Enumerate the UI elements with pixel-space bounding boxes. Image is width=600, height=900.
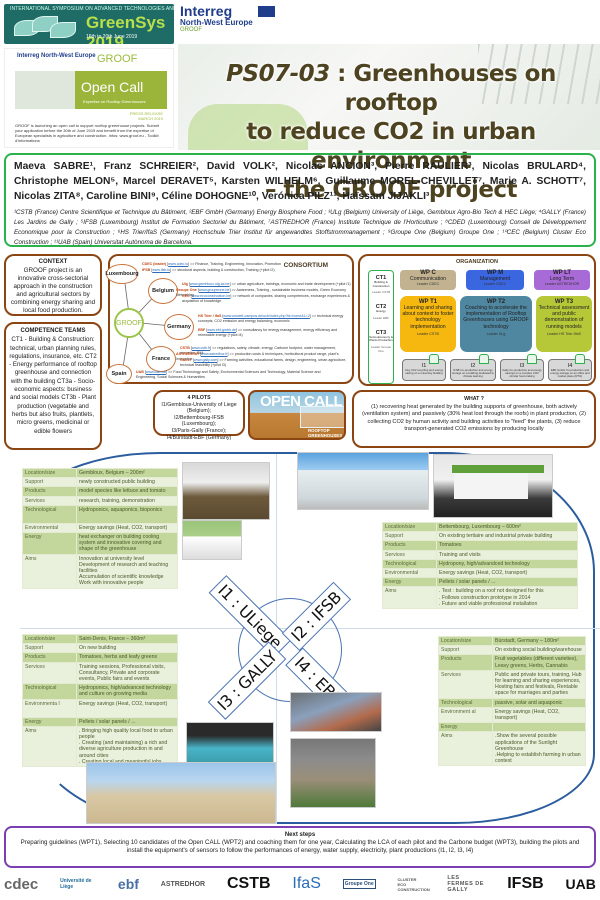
logo-groupe-one: Groupe One	[342, 879, 376, 889]
consortium-entry: UAB [www.uab.cat] => Food Technology and…	[136, 370, 321, 379]
open-call-banner: Open Call Expertise on Rooftop Greenhous…	[75, 71, 167, 109]
logo-uab: UAB	[565, 876, 596, 892]
open-call-press-release: Interreg North-West Europe GROOF Open Ca…	[4, 48, 174, 148]
greensys-banner: INTERNATIONAL SYMPOSIUM ON ADVANCED TECH…	[4, 4, 174, 44]
four-pilots-box: 4 PILOTS I1/Gembloux-University of Liege…	[153, 390, 245, 441]
logo-astredhor: ASTREDHOR	[160, 880, 206, 888]
consortium-entry: CSTB [www.cstb.fr] => regulations, safet…	[180, 346, 336, 355]
pilot-i3-render	[186, 722, 274, 766]
pilot-i3-photo	[86, 762, 276, 824]
greenhouse-icon	[479, 354, 489, 364]
logo-ifsb: IFSB	[507, 875, 544, 892]
logo-cstb: CSTB	[226, 875, 271, 892]
consortium-entry: EBF [www.ebf-gmbh.de] => consultancy for…	[198, 328, 338, 337]
greenhouse-icon	[575, 354, 585, 364]
consortium-entry: IFSB [www.ifsb.lu] => structural aspects…	[142, 268, 275, 272]
country-belgium: Belgium	[148, 278, 178, 304]
conference-name: GreenSys 2019	[86, 13, 166, 44]
leaf-logo-icon	[14, 14, 76, 42]
eu-flag-icon	[258, 6, 275, 17]
next-steps-box: Next steps Preparing guidelines (WPT1), …	[4, 826, 596, 868]
logo-cluster-eco: CLUSTER ECO CONSTRUCTION	[397, 876, 430, 892]
what-box: WHAT ? (1) recovering heat generated by …	[352, 390, 596, 448]
country-germany: Germany	[164, 314, 194, 340]
country-spain: Spain	[106, 364, 132, 384]
pilot-i1-photo	[182, 462, 270, 520]
poster-title: PS07-03 : Greenhouses on rooftop to redu…	[226, 61, 556, 203]
context-box: CONTEXT GROOF project is an innovative c…	[4, 254, 102, 316]
greenhouse-icon	[429, 354, 439, 364]
affiliations: ¹CSTB (France) Centre Scientifique et Te…	[14, 209, 586, 246]
consortium-entry: CDEC (leader) [www.cdec.lu] => Finance, …	[142, 262, 282, 266]
logo-ebf: ebf	[117, 876, 139, 892]
competence-teams-box: COMPETENCE TEAMS CT1 - Building & Constr…	[4, 322, 102, 450]
country-luxembourg: Luxembourg	[105, 264, 139, 284]
logo-uliege: Université de Liège	[60, 878, 92, 890]
partner-logos: cdec Université de Liège ebf ASTREDHOR C…	[4, 870, 596, 898]
pilot-i2-photo	[297, 452, 429, 510]
symposium-name: INTERNATIONAL SYMPOSIUM ON ADVANCED TECH…	[10, 6, 174, 12]
pilot-i4-aerial	[290, 738, 376, 808]
logo-fermes-gally: LES FERMES DE GALLY	[447, 875, 484, 893]
authors-box: Maeva SABRE¹, Franz SCHREIER², David VOL…	[4, 153, 596, 247]
rooftop-sketch-background	[178, 44, 600, 150]
consortium-entry: HS Trier / IfaS [www.umwelt-campus.de/uc…	[198, 314, 344, 323]
pilot-i1-render	[182, 520, 242, 560]
consortium-entry: ASTREDHOR [www.astredhor.fr] => producti…	[176, 352, 339, 361]
logo-ifas: IfaS	[292, 875, 321, 892]
pilot-i2-render	[433, 454, 553, 518]
pilot-i4-render	[290, 692, 382, 732]
logo-cdec: cdec	[4, 875, 39, 893]
consortium-box: CONSORTIUM Luxembourg Belgium GROOF Germ…	[105, 254, 354, 384]
greenhouse-icon	[527, 354, 537, 364]
interreg-logo: Interreg North-West Europe GROOF	[180, 4, 276, 44]
greenhouse-icon	[300, 406, 344, 428]
conference-dates: 16th to 20th June 2019	[86, 34, 138, 40]
consortium-entry: CEC [www.ecoconstruction.be] => network …	[182, 294, 351, 303]
greenhouse-sketch-image	[15, 71, 75, 109]
author-names: Maeva SABRE¹, Franz SCHREIER², David VOL…	[14, 161, 586, 202]
consortium-entry: GALLY [www.gally.com] => Farming activit…	[180, 358, 347, 367]
groof-center-node: GROOF	[114, 308, 144, 338]
consortium-entry: Groupe One [www.groupeone.be] => Awarene…	[176, 288, 347, 297]
country-france: France	[146, 346, 176, 372]
consortium-entry: Ulg [www.gembloux.ulg.ac.be] => urban ag…	[182, 282, 351, 286]
